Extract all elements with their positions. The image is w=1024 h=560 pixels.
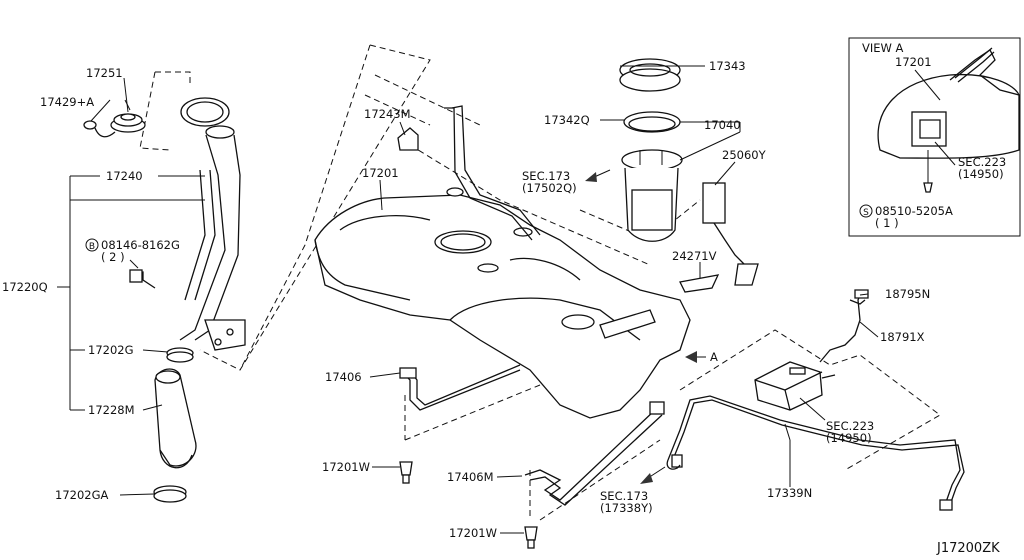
dashed-frames [139,44,941,521]
view-a-screw [923,182,933,193]
label-view-17201: 17201 [895,55,932,69]
bolt-upper [399,461,413,476]
sensor-float [734,263,759,286]
filler-bracket [204,319,246,351]
symbols: B S [85,204,873,252]
bolt-symbol-b [85,238,99,252]
filler-hose [154,368,197,467]
label-17342q: 17342Q [544,113,590,127]
svg-text:B: B [89,242,95,252]
label-08146-qty: ( 2 ) [101,250,125,264]
canister-vent-hose [819,289,863,363]
view-a-frame [848,37,1021,237]
label-view-a: VIEW A [862,41,904,55]
fuel-tank [314,187,691,419]
label-17429a: 17429+A [40,95,94,109]
label-17251: 17251 [86,66,123,80]
filler-cap-group [83,97,230,138]
strap-17406 [404,369,521,411]
hose-group [153,347,197,503]
straps-group [399,364,665,549]
label-arrow-a: A [710,350,718,364]
label-08146: 08146-8162G [101,238,180,252]
label-08510: 08510-5205A [875,204,953,218]
label-sec173-b: SEC.173 [600,489,648,503]
strap-17406m [524,409,656,501]
label-17339n: 17339N [767,486,812,500]
vent-clip [397,127,419,151]
tank-sender-opening [561,314,595,330]
filler-neck-tube [129,125,246,351]
evap-line [667,395,961,506]
fuel-level-sensor [702,182,726,224]
arrow-sec173-a [585,172,597,182]
view-a-inset [848,37,1021,237]
label-17040: 17040 [704,118,741,132]
label-17201w-lower: 17201W [449,526,497,540]
part-labels: 17251 17429+A 17240 08146-8162G ( 2 ) 17… [2,41,1006,556]
label-17243m: 17243M [364,107,411,121]
label-17201: 17201 [362,166,399,180]
label-sec173-a-sub: (17502Q) [522,181,577,195]
label-17406m: 17406M [447,470,494,484]
filler-ring [180,97,230,127]
screw-symbol-s [859,204,873,218]
arrow-view-a [685,351,697,363]
tank-body [314,194,691,419]
label-sec173-a: SEC.173 [522,169,570,183]
label-17220q: 17220Q [2,280,48,294]
pump-o-ring [623,111,681,133]
view-a-tank-outline [877,73,1020,159]
fuel-pump-body [624,167,679,242]
arrow-sec173-b [640,473,653,484]
label-17343: 17343 [709,59,746,73]
label-17202g: 17202G [88,343,134,357]
label-17202ga: 17202GA [55,488,108,502]
label-17240: 17240 [106,169,143,183]
drawing-id: J17200ZK [936,541,1000,556]
view-a-pipes [949,49,1020,96]
label-17228m: 17228M [88,403,135,417]
evap-group [666,289,965,511]
leader-lines [57,65,879,534]
label-17201w-upper: 17201W [322,460,370,474]
tank-plate [599,309,656,339]
arrows [585,169,706,484]
label-18791x: 18791X [880,330,925,344]
fuel-pump-flange [621,149,683,171]
vent-valve [854,289,869,299]
bolt-lower [524,526,538,541]
label-18795n: 18795N [885,287,930,301]
svg-text:S: S [863,208,869,218]
label-24271v: 24271V [672,249,717,263]
view-a-bracket [911,111,947,147]
label-sec223-a: SEC.223 [826,419,874,433]
label-sec223-a-sub: (14950) [826,431,872,445]
label-sec223-b-sub: (14950) [958,167,1004,181]
label-sec223-b: SEC.223 [958,155,1006,169]
label-08510-qty: ( 1 ) [875,216,899,230]
cap-tether [83,120,97,130]
label-17406: 17406 [325,370,362,384]
label-sec173-b-sub: (17338Y) [600,501,653,515]
pad-24271v [679,274,720,293]
vent-tube [397,105,541,241]
label-25060y: 25060Y [722,148,767,162]
fuel-pump-group [619,58,759,286]
